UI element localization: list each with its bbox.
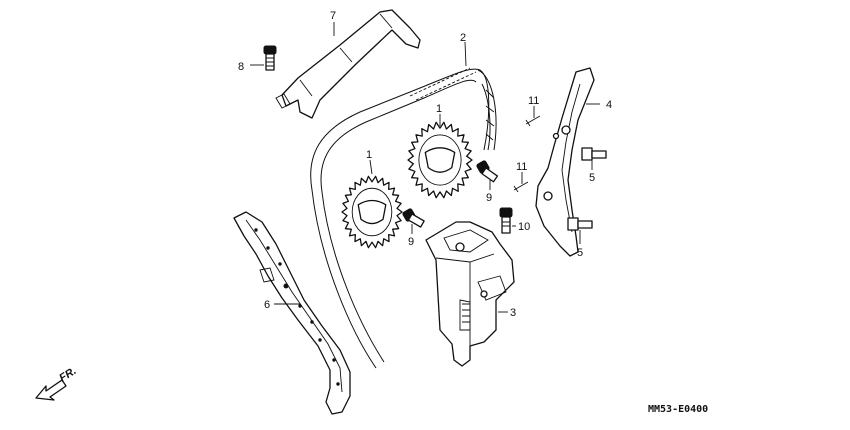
callout-9-upper: 9: [486, 192, 492, 204]
diagram-code: MM53-E0400: [648, 404, 708, 415]
callout-1-lower: 1: [366, 149, 372, 161]
callout-5-upper: 5: [589, 172, 595, 184]
callout-3: 3: [510, 307, 516, 319]
chain-guide-left: [233, 211, 351, 415]
upper-chain-guide: [275, 9, 421, 119]
callout-2: 2: [460, 32, 466, 44]
leader-lines: [250, 22, 600, 313]
sprocket-rim: [351, 187, 393, 237]
callout-4: 4: [606, 99, 612, 111]
callout-10: 10: [518, 221, 530, 233]
pin-11-lower: [513, 181, 529, 193]
callout-5-lower: 5: [577, 247, 583, 259]
sprocket-hub: [357, 199, 387, 225]
callout-6: 6: [264, 299, 270, 311]
cam-chain: [310, 67, 497, 369]
chain-guide-right: [535, 67, 595, 257]
callout-8: 8: [238, 61, 244, 73]
front-arrow-icon: [35, 379, 67, 401]
bolt-9-upper: [476, 160, 499, 183]
bolt-8: [263, 45, 277, 71]
callout-11-upper: 11: [528, 95, 539, 107]
bolt-10: [499, 207, 513, 234]
front-direction-indicator: FR.: [35, 365, 79, 401]
sprocket-rim: [418, 134, 462, 186]
callouts: 7 8 2 1 1 11 11 4 5 5 9 9 10 3 6: [238, 10, 612, 319]
callout-11-lower: 11: [516, 161, 527, 173]
callout-7: 7: [330, 10, 336, 22]
bolt-5-lower: [567, 217, 593, 231]
sprocket-lower: [341, 175, 403, 249]
chain-tensioner: [425, 221, 515, 367]
bolt-9-lower: [402, 208, 425, 228]
callout-9-lower: 9: [408, 236, 414, 248]
sprocket-hub: [424, 147, 456, 173]
callout-1-upper: 1: [436, 103, 442, 115]
pin-11-upper: [525, 115, 541, 127]
bolt-5-upper: [581, 147, 607, 161]
sprocket-upper: [407, 121, 473, 199]
